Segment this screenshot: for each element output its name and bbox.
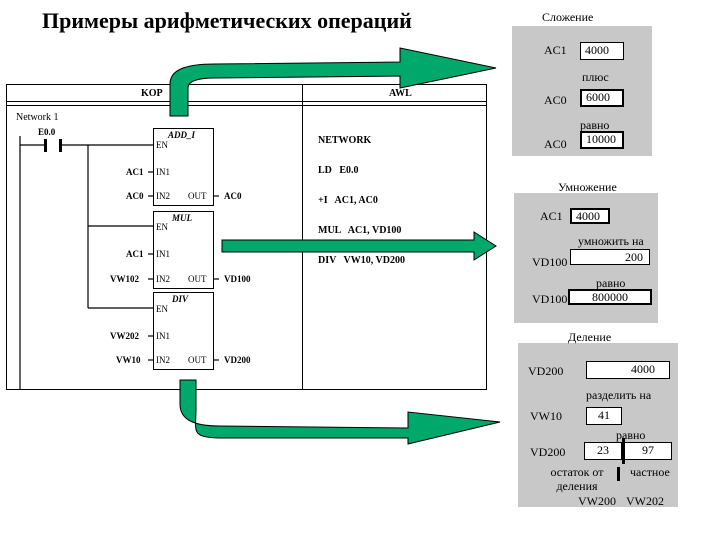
division-remainder-value: 23 [584, 442, 622, 460]
division-separator [622, 438, 625, 464]
div-in2-operand: VW10 [116, 355, 141, 365]
division-separator-tick [617, 467, 620, 481]
mul-in1-operand: AC1 [126, 249, 144, 259]
mul-block [153, 211, 214, 289]
div-block [153, 292, 214, 370]
division-op1: разделить на [586, 388, 652, 402]
multiplication-r3-value: 800000 [568, 289, 652, 305]
awl-header: AWL [389, 88, 412, 99]
addition-r1-label: AC1 [544, 43, 567, 57]
add-in1-operand: AC1 [126, 167, 144, 177]
mul-en: EN [156, 222, 168, 232]
div-in1: IN1 [156, 331, 170, 341]
addition-r1-value: 4000 [580, 42, 624, 60]
awl-line: +I AC1, AC0 [318, 195, 378, 206]
awl-line: NETWORK [318, 135, 372, 146]
addition-r2-label: AC0 [544, 93, 567, 107]
multiplication-title: Умножение [558, 180, 617, 194]
division-quotient-value: 97 [624, 442, 672, 460]
awl-line: DIV VW10, VD200 [318, 255, 405, 266]
mul-in2-operand: VW102 [110, 274, 139, 284]
div-block-name: DIV [172, 294, 189, 304]
division-r2-label: VW10 [530, 409, 562, 423]
division-quotient-register: VW202 [626, 494, 664, 508]
div-en: EN [156, 304, 168, 314]
ladder-frame [6, 84, 487, 390]
addition-r3-label: AC0 [544, 137, 567, 151]
div-out: OUT [188, 355, 207, 365]
multiplication-op2: равно [596, 276, 626, 290]
mul-out: OUT [188, 274, 207, 284]
addition-r3-value: 10000 [580, 131, 624, 149]
addition-op1: плюс [582, 70, 609, 84]
division-quotient-label: частное [630, 465, 670, 479]
division-r1-label: VD200 [528, 364, 564, 378]
frame-header [6, 84, 487, 102]
add-out: OUT [188, 191, 207, 201]
division-arrow [179, 379, 501, 445]
awl-line: LD E0.0 [318, 165, 359, 176]
add-in2-operand: AC0 [126, 191, 144, 201]
add-block-name: ADD_I [168, 130, 196, 140]
div-in1-operand: VW202 [110, 331, 139, 341]
network-label: Network 1 [16, 112, 59, 123]
multiplication-r3-label: VD100 [532, 292, 568, 306]
mul-block-name: MUL [172, 213, 192, 223]
multiplication-r2-label: VD100 [532, 255, 568, 269]
division-r3-label: VD200 [530, 445, 566, 459]
frame-divider [302, 84, 303, 390]
contact-symbol [44, 139, 62, 152]
awl-listing: NETWORK LD E0.0 +I AC1, AC0 MUL AC1, VD1… [318, 116, 405, 276]
page-title: Примеры арифметических операций [42, 8, 412, 33]
division-r2-value: 41 [586, 407, 622, 425]
addition-arrow [169, 47, 497, 117]
add-in1: IN1 [156, 167, 170, 177]
addition-title: Сложение [542, 10, 594, 24]
addition-r2-value: 6000 [580, 89, 624, 107]
mul-out-operand: VD100 [224, 274, 251, 284]
multiplication-r2-value: 200 [570, 249, 650, 265]
frame-subheader [6, 102, 487, 106]
multiplication-op1: умножить на [578, 234, 644, 248]
mul-in2: IN2 [156, 274, 170, 284]
division-r1-value: 4000 [586, 361, 670, 379]
add-in2: IN2 [156, 191, 170, 201]
awl-line: MUL AC1, VD100 [318, 225, 402, 236]
add-block [153, 128, 214, 206]
kop-header: KOP [141, 88, 163, 99]
mul-in1: IN1 [156, 249, 170, 259]
div-in2: IN2 [156, 355, 170, 365]
contact-label: E0.0 [38, 127, 56, 137]
add-en: EN [156, 140, 168, 150]
addition-op2: равно [580, 118, 610, 132]
add-out-operand: AC0 [224, 191, 242, 201]
div-out-operand: VD200 [224, 355, 251, 365]
multiplication-r1-label: AC1 [540, 209, 563, 223]
multiplication-r1-value: 4000 [570, 208, 610, 224]
division-title: Деление [568, 330, 612, 344]
division-remainder-register: VW200 [578, 494, 616, 508]
division-remainder-label: остаток от деления [550, 465, 604, 493]
multiplication-arrow [221, 231, 497, 261]
